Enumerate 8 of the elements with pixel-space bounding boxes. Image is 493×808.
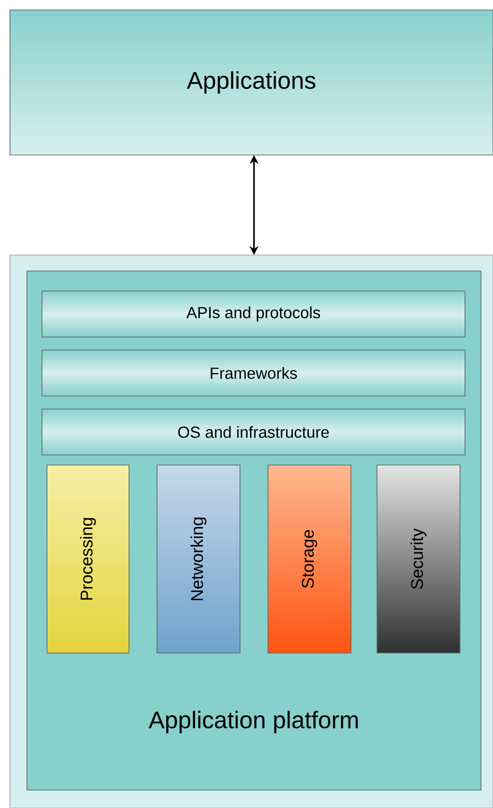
component-column: Security	[376, 464, 460, 654]
layer-box: Applications	[10, 10, 493, 156]
layer-band: APIs and protocols	[42, 290, 466, 338]
component-column: Processing	[46, 464, 130, 654]
layer-band: OS and infrastructure	[42, 408, 466, 456]
component-column: Networking	[156, 464, 240, 654]
component-column: Storage	[268, 464, 352, 654]
layer-band: Frameworks	[42, 350, 466, 396]
